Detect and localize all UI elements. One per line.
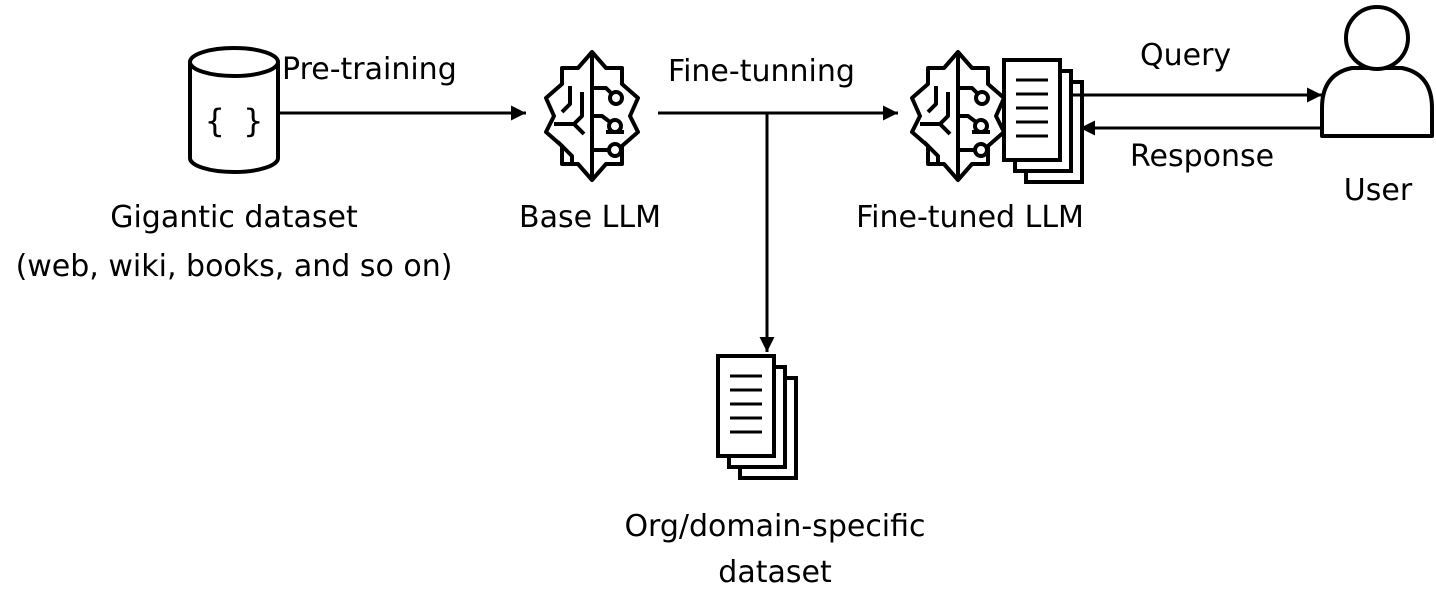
query-label: Query [1140, 38, 1232, 73]
finetuning-label: Fine-tunning [668, 54, 855, 89]
org-dataset-docs-icon [716, 354, 798, 480]
fine-tuned-llm-label: Fine-tuned LLM [856, 200, 1084, 235]
fine-tuned-docs-icon [1002, 58, 1084, 184]
org-dataset-label-line2: dataset [718, 555, 832, 590]
database-icon: { } [188, 46, 280, 174]
fine-tuned-llm-brain-icon [910, 50, 1006, 182]
dataset-sublabel: (web, wiki, books, and so on) [15, 249, 453, 284]
json-braces-glyph: { } [205, 102, 263, 140]
user-label: User [1343, 173, 1413, 208]
user-icon [1320, 5, 1434, 138]
dataset-label: Gigantic dataset [110, 200, 358, 235]
response-label: Response [1130, 139, 1275, 174]
base-llm-brain-icon [544, 50, 640, 182]
org-dataset-label-line1: Org/domain-specific [624, 509, 926, 544]
base-llm-label: Base LLM [519, 200, 661, 235]
pretraining-label: Pre-training [282, 52, 457, 87]
